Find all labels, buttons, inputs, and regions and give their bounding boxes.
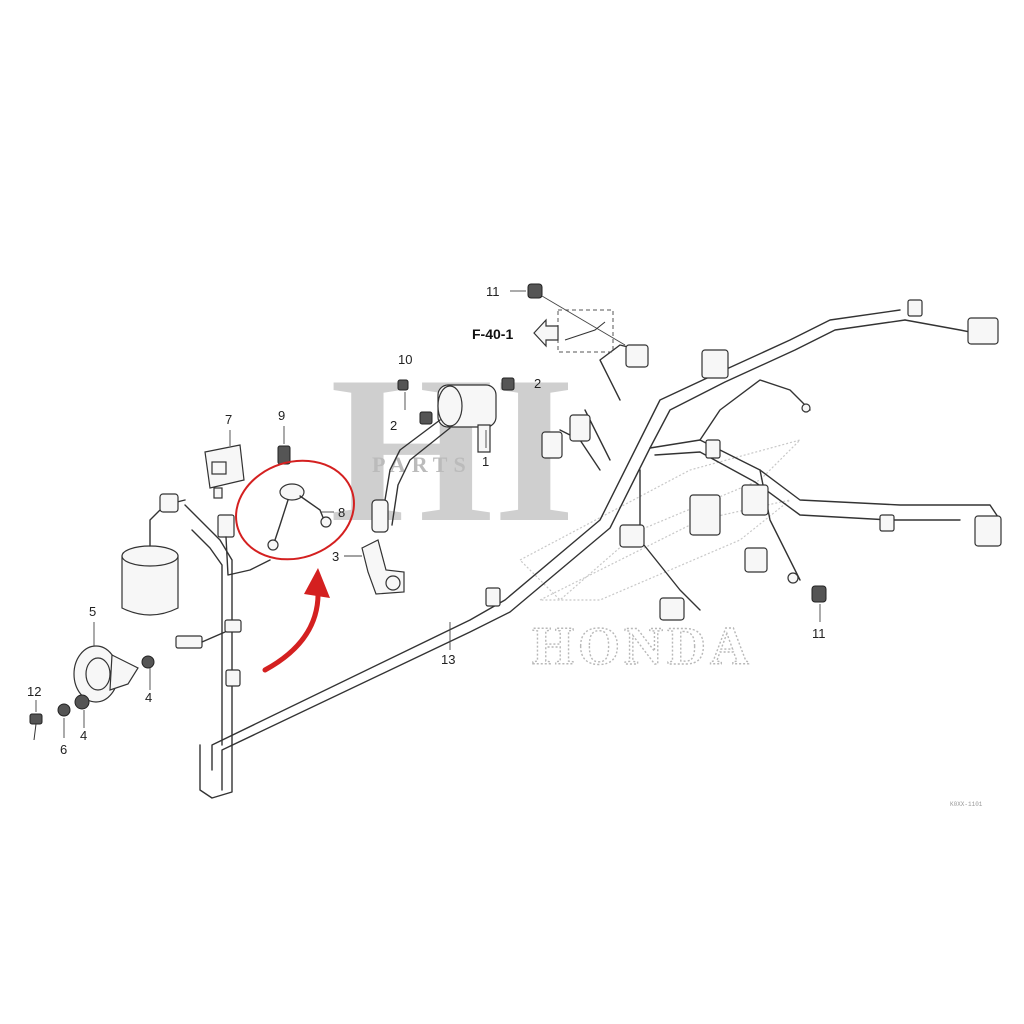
canister (121, 493, 186, 616)
callout-4-lower: 4 (80, 728, 87, 743)
horn: 5 (73, 604, 139, 703)
callout-4-upper: 4 (145, 690, 152, 705)
highlight-arrowhead (304, 568, 330, 598)
callout-2-left: 2 (390, 418, 397, 433)
callout-13-group: 13 (441, 622, 455, 667)
callout-13: 13 (441, 652, 455, 667)
callout-8: 8 (338, 505, 345, 520)
nut-4-upper: 4 (141, 655, 155, 705)
honda-logo: HONDA (519, 438, 803, 677)
callout-1: 1 (482, 454, 489, 469)
part-8-assembly: 9 8 (267, 408, 345, 551)
highlight-arrow (262, 587, 321, 673)
callout-2-right: 2 (534, 376, 541, 391)
watermark: HI PARTS (330, 334, 575, 566)
callout-9: 9 (278, 408, 285, 423)
hardware-bottom-left: 12 6 4 (27, 684, 90, 757)
relay-unit: 7 (204, 412, 245, 499)
spark-plug-cap: 3 (332, 539, 405, 595)
callout-6: 6 (60, 742, 67, 757)
callout-11-right: 11 (812, 626, 826, 641)
ignition-coil: 10 2 2 1 (371, 352, 541, 533)
left-connectors (175, 514, 271, 649)
highlight-circle (235, 459, 355, 561)
callout-7: 7 (225, 412, 232, 427)
watermark-letters: HI (330, 334, 575, 566)
callout-11-top: 11 (486, 284, 500, 299)
f-40-1-reference: F-40-1 (472, 309, 614, 353)
bolt-11-right: 11 (811, 585, 827, 641)
callout-10: 10 (398, 352, 412, 367)
callout-f-40-1: F-40-1 (472, 326, 513, 342)
diagram-code: K0XX-1101 (950, 801, 983, 808)
brand-text: HONDA (532, 616, 753, 676)
main-harness (184, 299, 1001, 799)
callout-12: 12 (27, 684, 41, 699)
right-connectors (541, 317, 1002, 621)
callout-5: 5 (89, 604, 96, 619)
watermark-word: PARTS (372, 452, 472, 477)
callout-3: 3 (332, 549, 339, 564)
highlight-annotation (235, 459, 355, 673)
bolt-11-top: 11 (486, 283, 626, 346)
